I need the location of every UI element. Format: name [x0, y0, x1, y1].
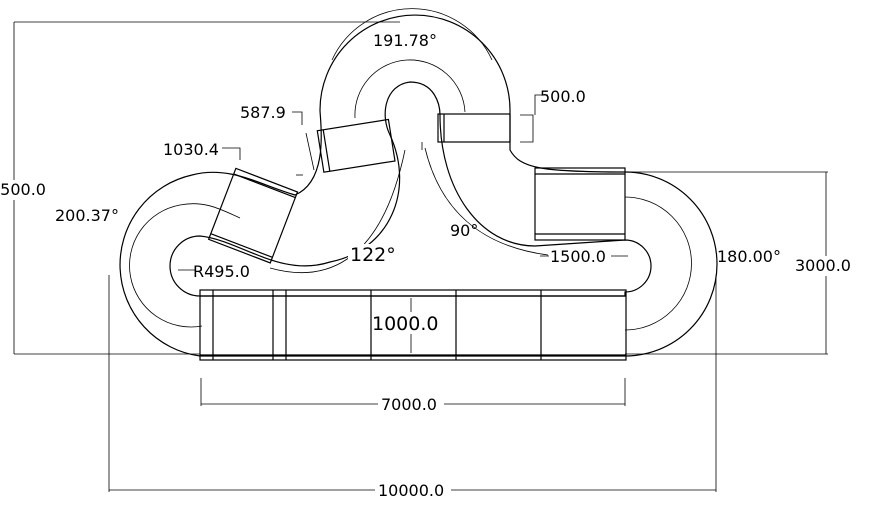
dim-width-1030: 1030.4: [163, 140, 219, 159]
top-block: [437, 113, 511, 143]
left-block: [207, 167, 299, 264]
dim-top-angle: 191.78°: [373, 31, 437, 50]
track-inner-edge: [169, 81, 652, 297]
dim-width-500: 500.0: [540, 87, 586, 106]
dim-overall-height: 4500.0: [0, 180, 46, 199]
dim-right-angle: 180.00°: [717, 247, 781, 266]
dim-width-587: 587.9: [240, 103, 286, 122]
dim-straight-length: 7000.0: [381, 395, 437, 414]
bottom-straight: [199, 289, 627, 361]
dim-left-angle: 200.37°: [55, 206, 119, 225]
right-block: [534, 167, 626, 241]
dim-radius: R495.0: [193, 262, 250, 281]
track-centerline: [129, 59, 692, 331]
dim-angle-122: 122°: [350, 244, 396, 266]
dim-length-1500: 1500.0: [550, 247, 606, 266]
dim-overall-width: 10000.0: [378, 481, 444, 500]
middle-block: [316, 118, 396, 173]
track-outer-edge: [119, 14, 718, 357]
dim-right-height: 3000.0: [795, 256, 851, 275]
dim-angle-90: 90°: [450, 221, 478, 240]
dim-track-width: 1000.0: [372, 313, 438, 335]
